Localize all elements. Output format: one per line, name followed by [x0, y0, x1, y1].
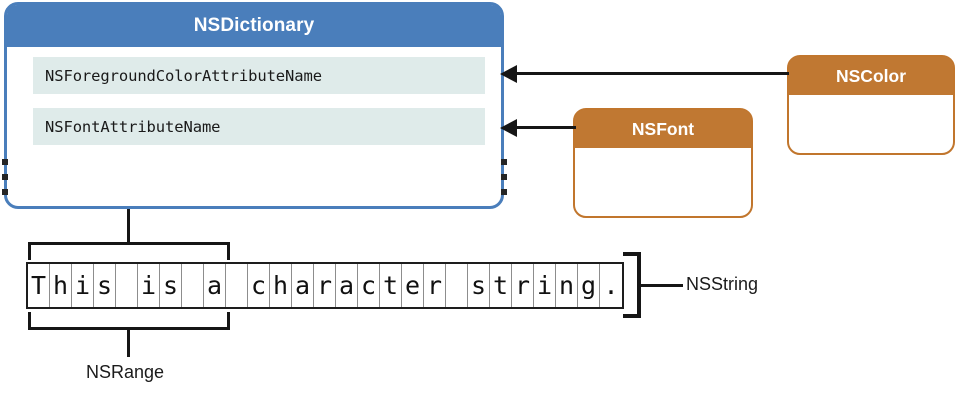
nsdictionary-header: NSDictionary	[7, 5, 501, 47]
character-cell	[226, 264, 248, 307]
dictionary-key-label: NSForegroundColorAttributeName	[45, 66, 322, 85]
character-cell: s	[94, 264, 116, 307]
nscolor-header: NSColor	[789, 57, 953, 95]
range-bracket-top-right-tick	[227, 242, 230, 260]
character-cell: a	[292, 264, 314, 307]
nscolor-box: NSColor	[787, 55, 955, 155]
connector-line-dictionary-to-range	[127, 209, 130, 244]
character-cell: T	[28, 264, 50, 307]
character-cell: h	[50, 264, 72, 307]
nsrange-label: NSRange	[86, 362, 165, 382]
range-bracket-bottom	[28, 327, 230, 330]
nsstring-bracket-top-tick	[623, 252, 641, 256]
character-cell: g	[578, 264, 600, 307]
character-cell: h	[270, 264, 292, 307]
nsstring-bracket-bottom-tick	[623, 314, 641, 318]
character-cell: a	[336, 264, 358, 307]
character-cell: r	[424, 264, 446, 307]
character-cell: a	[204, 264, 226, 307]
connector-line-nsstring-label	[641, 284, 683, 287]
character-cell: e	[402, 264, 424, 307]
nsdictionary-title: NSDictionary	[193, 15, 315, 36]
character-cell: t	[380, 264, 402, 307]
character-cell: c	[248, 264, 270, 307]
character-cell: i	[534, 264, 556, 307]
character-cell: n	[556, 264, 578, 307]
range-bracket-bottom-right-tick	[227, 312, 230, 330]
connector-line-nsfont	[504, 126, 576, 129]
dictionary-key-label: NSFontAttributeName	[45, 117, 221, 136]
character-cell: .	[603, 271, 619, 300]
character-cell: s	[468, 264, 490, 307]
arrow-head-icon	[500, 64, 517, 83]
connector-line-range-label	[127, 329, 130, 357]
character-cell	[182, 264, 204, 307]
character-cell: s	[160, 264, 182, 307]
vertical-ellipsis-icon	[501, 159, 507, 203]
character-cell: r	[314, 264, 336, 307]
nsstring-bracket	[637, 252, 641, 318]
nscolor-title: NSColor	[836, 65, 906, 86]
character-cell: c	[358, 264, 380, 307]
character-cell: i	[138, 264, 160, 307]
range-bracket-top-left-tick	[28, 242, 31, 260]
connector-line-nscolor	[504, 72, 789, 75]
arrow-head-icon	[500, 118, 517, 137]
dictionary-row-font: NSFontAttributeName	[33, 108, 485, 145]
character-cell	[116, 264, 138, 307]
nsdictionary-box: NSDictionary NSForegroundColorAttributeN…	[4, 2, 504, 209]
nsfont-header: NSFont	[575, 110, 751, 148]
range-bracket-bottom-left-tick	[28, 312, 31, 330]
character-cell: i	[72, 264, 94, 307]
nsstring-label: NSString	[686, 274, 759, 294]
character-cell	[446, 264, 468, 307]
range-bracket-top	[28, 242, 230, 245]
nsfont-title: NSFont	[631, 118, 695, 139]
character-cell: r	[512, 264, 534, 307]
dictionary-row-foreground-color: NSForegroundColorAttributeName	[33, 57, 485, 94]
vertical-ellipsis-icon	[2, 159, 8, 203]
nsfont-box: NSFont	[573, 108, 753, 218]
character-cell: t	[490, 264, 512, 307]
